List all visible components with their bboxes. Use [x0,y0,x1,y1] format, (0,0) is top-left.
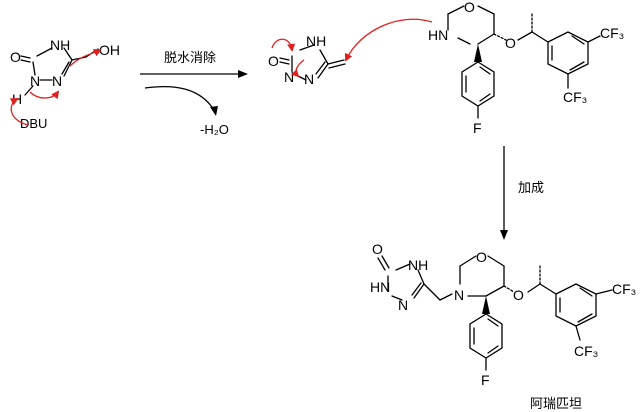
atom-CF3: CF₃ [612,281,636,297]
atom-H: H [12,91,22,107]
byproduct-label: -H₂O [200,122,229,137]
atom-HN: HN [428,27,448,43]
atom-CF3: CF₃ [600,25,624,41]
product-label: 阿瑞匹坦 [530,397,582,412]
atom-O: O [513,287,524,303]
morpholine-amine: O HN O CF₃ CF₃ F [428,0,624,136]
atom-CF3: CF₃ [563,89,587,105]
atom-OH: OH [99,42,120,58]
atom-N: N [52,73,62,89]
atom-NH: NH [408,257,428,273]
atom-F: F [481,372,490,388]
starting-material: O NH N N OH H DBU [9,37,120,131]
atom-CF3: CF₃ [574,343,598,359]
atom-NH: NH [50,37,70,53]
atom-O: O [464,0,475,15]
atom-N: N [30,73,40,89]
step2-label: 加成 [518,181,544,196]
atom-N: N [304,71,314,87]
atom-N: N [398,297,408,313]
atom-NH: NH [306,33,326,49]
atom-HN: HN [370,279,390,295]
step1-label: 脱水消除 [164,51,216,66]
reagent-label: DBU [20,116,47,131]
atom-O: O [372,241,383,257]
atom-O: O [505,35,516,51]
atom-F: F [473,120,482,136]
reaction-arrow-2: 加成 [500,146,544,240]
nucleophilic-attack-arrow [344,18,433,62]
atom-O: O [476,249,487,265]
product-aprepitant: O NH HN N N O O CF₃ CF₃ F 阿瑞匹坦 [370,241,636,412]
atom-O: O [268,53,279,69]
atom-O: O [10,49,21,65]
atom-N: N [454,287,464,303]
atom-N: N [284,69,294,85]
intermediate-methylene: O NH N N [268,33,346,87]
reaction-arrow-1: 脱水消除 -H₂O [140,51,248,137]
